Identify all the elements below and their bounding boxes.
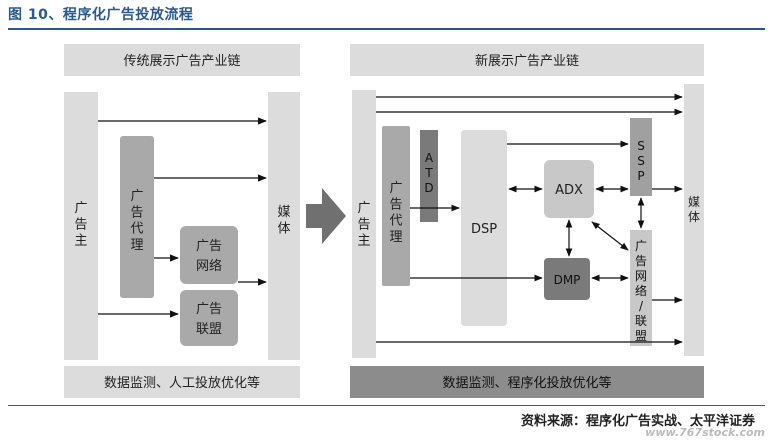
right-network-alliance-label: 广告网络/联盟 bbox=[635, 239, 647, 343]
left-header: 传统展示广告产业链 bbox=[123, 54, 240, 69]
right-adx-box bbox=[544, 160, 594, 218]
left-advertiser-label: 广告主 bbox=[74, 201, 87, 249]
right-network-alliance-box bbox=[630, 230, 652, 346]
right-advertiser-box bbox=[352, 90, 376, 358]
right-atd-box bbox=[420, 130, 438, 222]
right-footer-box bbox=[350, 366, 704, 398]
left-advertiser-box bbox=[64, 92, 98, 360]
left-media-label: 媒体 bbox=[277, 205, 290, 236]
left-footer: 数据监测、人工投放优化等 bbox=[104, 375, 260, 391]
right-header-box bbox=[350, 44, 704, 76]
transition-arrow bbox=[306, 188, 346, 244]
arrow-adx-network bbox=[591, 221, 629, 251]
figure-title: 图 10、程序化广告投放流程 bbox=[8, 7, 194, 23]
left-media-box bbox=[268, 92, 300, 360]
watermark: www.767stock.com bbox=[645, 426, 765, 439]
right-header: 新展示广告产业链 bbox=[475, 53, 579, 69]
right-dsp-box bbox=[461, 130, 507, 326]
right-dmp-label: DMP bbox=[554, 273, 581, 287]
left-footer-box bbox=[64, 366, 300, 398]
left-ad-network-box bbox=[180, 226, 238, 284]
right-media-label: 媒体 bbox=[688, 195, 700, 224]
right-agency-box bbox=[382, 126, 410, 286]
right-footer: 数据监测、程序化投放优化等 bbox=[442, 375, 611, 391]
right-advertiser-label: 广告主 bbox=[357, 201, 370, 249]
right-media-box bbox=[684, 84, 704, 356]
left-ad-network-label: 广告网络 bbox=[196, 239, 222, 274]
left-agency-label: 广告代理 bbox=[130, 189, 143, 253]
right-agency-label: 广告代理 bbox=[389, 181, 402, 245]
title-divider bbox=[8, 28, 765, 30]
left-agency-box bbox=[120, 136, 154, 298]
right-dsp-label: DSP bbox=[471, 222, 497, 237]
source-note: 资料来源：程序化广告实战、太平洋证券 bbox=[520, 414, 755, 429]
left-header-box bbox=[64, 44, 300, 76]
left-ad-alliance-box bbox=[180, 290, 238, 346]
right-dmp-box bbox=[544, 258, 590, 300]
right-adx-label: ADX bbox=[555, 183, 583, 198]
left-ad-alliance-label: 广告联盟 bbox=[196, 302, 222, 337]
right-ssp-box bbox=[630, 118, 652, 196]
source-divider bbox=[8, 405, 765, 406]
